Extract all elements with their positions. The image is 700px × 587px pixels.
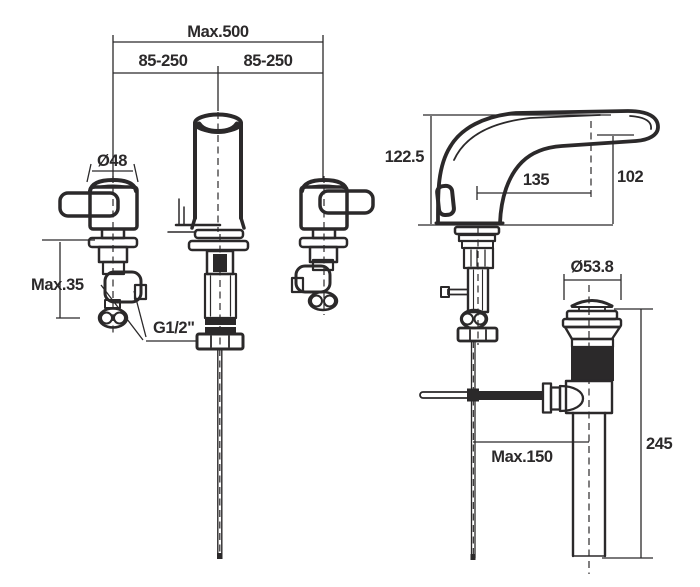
dim-drain-diameter-label: Ø53.8 [571,258,614,276]
dim-drain-height: 245 [602,308,673,559]
spout-front [167,112,250,559]
dim-handle-diameter: Ø48 [86,152,139,183]
dim-deck-thickness: Max.35 [31,239,95,319]
dim-outlet-height: 102 [597,134,644,224]
dim-drain-height-label: 245 [646,435,673,453]
drain-thread [571,347,614,381]
side-view: 122.5 135 102 [385,109,673,574]
dim-handle-diameter-label: Ø48 [97,152,127,170]
dim-spout-reach: 135 [476,171,591,200]
front-view: Max.500 85-250 85-250 Ø48 Max.35 [31,23,375,559]
dim-total-width-label: Max.500 [187,23,249,41]
dim-outlet-height-label: 102 [617,168,644,186]
dim-popup-rod-label: Max.150 [491,448,553,466]
sensor-window [435,183,456,218]
dim-right-spacing-label: 85-250 [244,52,293,70]
right-handle [290,176,375,315]
drain-stopper [570,299,614,308]
popup-lever [440,286,450,298]
dim-spout-height-label: 122.5 [385,148,425,166]
dim-spout-reach-label: 135 [523,171,550,189]
dim-left-spacing-label: 85-250 [139,52,188,70]
popup-linkage-rod [419,382,585,414]
dim-popup-rod: Max.150 [473,441,589,466]
dim-total-width: Max.500 [112,23,324,179]
dim-spout-height: 122.5 [385,114,611,224]
dim-deck-thickness-label: Max.35 [31,276,84,294]
left-handle [58,176,148,333]
popup-drain [561,285,623,574]
thread-callout-label: G1/2" [153,319,195,337]
spout-side [435,109,660,225]
dim-drain-diameter: Ø53.8 [563,258,622,300]
dim-hole-spacing: 85-250 85-250 [113,52,323,111]
shank-side [440,225,501,560]
